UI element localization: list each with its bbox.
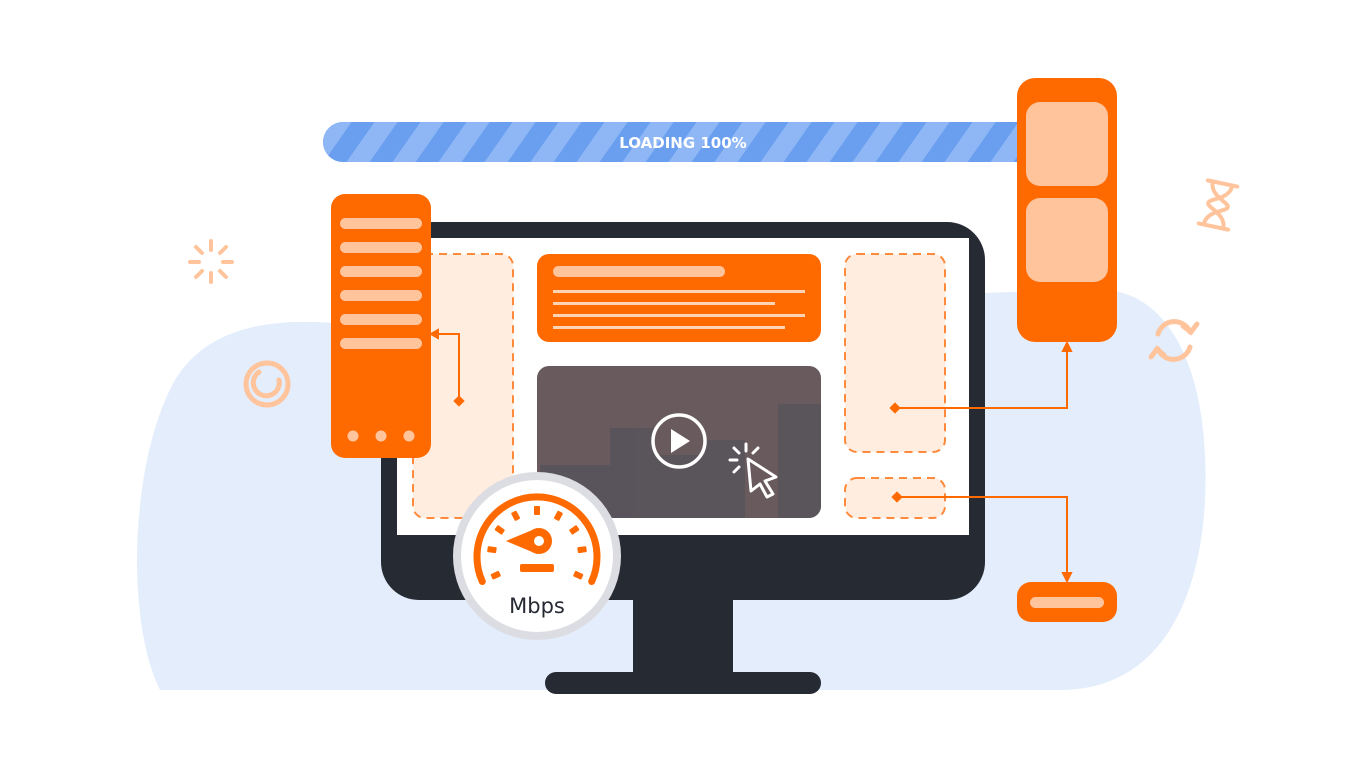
left-menu-card	[331, 194, 431, 458]
hourglass-icon	[1196, 178, 1240, 232]
speedometer-tick	[577, 546, 587, 554]
speed-unit-label: Mbps	[509, 594, 565, 618]
screen-text-card	[537, 254, 821, 342]
monitor-stand-base	[545, 672, 821, 694]
loading-label: LOADING 100%	[619, 134, 746, 152]
ring-icon	[243, 360, 291, 408]
monitor-stand-neck	[633, 598, 733, 678]
speedometer-tick	[494, 525, 505, 535]
cursor-click-icon	[728, 442, 778, 499]
speedometer-icon	[473, 493, 601, 585]
top-right-card	[1017, 78, 1117, 342]
speedometer-tick	[511, 510, 521, 521]
screen-right-panel	[844, 253, 946, 453]
play-icon[interactable]	[651, 413, 707, 469]
connector-right-top	[889, 340, 1073, 414]
screen-left-panel	[412, 253, 514, 519]
sparkle-icon	[188, 239, 234, 284]
speedometer-tick	[569, 525, 580, 535]
refresh-icon	[1148, 319, 1200, 362]
speedometer-tick	[553, 510, 563, 521]
speedometer-tick	[490, 570, 501, 580]
speedometer: Mbps	[453, 472, 621, 640]
speedometer-tick	[573, 570, 584, 580]
speedometer-tick	[534, 506, 540, 515]
loading-bar: LOADING 100%	[323, 122, 1053, 162]
speedometer-tick	[487, 546, 497, 554]
connector-left	[428, 328, 465, 407]
loading-bar-fill	[323, 122, 1053, 162]
connector-right-bottom	[891, 491, 1073, 584]
bottom-right-bar	[1017, 582, 1117, 622]
